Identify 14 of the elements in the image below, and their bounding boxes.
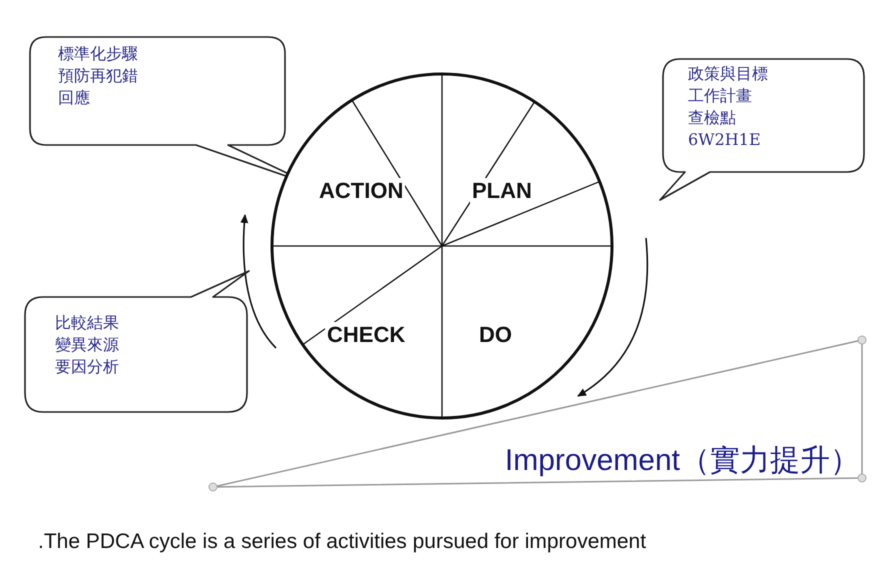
callout-text: 查檢點 xyxy=(688,107,736,129)
callout-text: 政策與目標 xyxy=(688,63,768,85)
callout-text: 6W2H1E xyxy=(688,129,761,151)
improvement-label: Improvement（實力提升） xyxy=(504,443,860,479)
speech-bubble xyxy=(23,268,251,415)
callout-text: 比較結果 xyxy=(55,312,119,334)
caption: .The PDCA cycle is a series of activities pursued for improvement xyxy=(38,530,646,554)
callout-text: 回應 xyxy=(58,87,90,109)
callout-text: 變異來源 xyxy=(55,334,119,356)
callout-text: 標準化步驟 xyxy=(58,43,138,65)
callout-text: 工作計畫 xyxy=(688,85,752,107)
callout-text: 預防再犯錯 xyxy=(58,65,138,87)
pdca-wheel xyxy=(270,72,614,420)
callout-text: 要因分析 xyxy=(55,356,119,378)
